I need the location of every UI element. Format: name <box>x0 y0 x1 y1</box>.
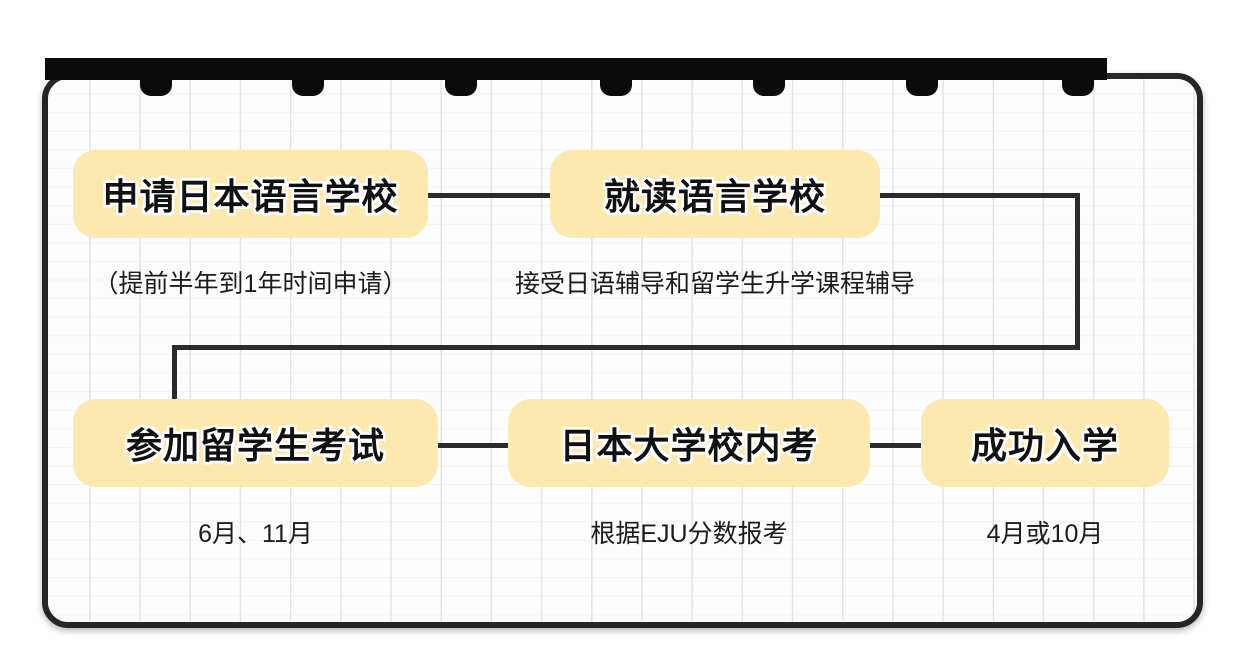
caption-take-eju-exam: 6月、11月 <box>198 520 313 548</box>
node-apply-language-school-label: 申请日本语言学校 <box>102 176 399 217</box>
caption-attend-language-school: 接受日语辅导和留学生升学课程辅导 <box>514 270 915 298</box>
node-university-internal-exam-label: 日本大学校内考 <box>559 425 819 466</box>
node-successful-enrollment-label: 成功入学 <box>970 425 1119 466</box>
binder-bar <box>45 58 1107 80</box>
caption-successful-enrollment: 4月或10月 <box>986 520 1104 548</box>
binder-tab-7 <box>1062 58 1094 96</box>
connector-eju-to-internal <box>435 443 511 448</box>
node-apply-language-school[interactable]: 申请日本语言学校 <box>73 150 428 238</box>
binder-tab-4 <box>600 58 632 96</box>
binder-tab-2 <box>292 58 324 96</box>
connector-attend-elbow-right <box>1075 193 1080 350</box>
binder-tab-5 <box>753 58 785 96</box>
node-take-eju-exam[interactable]: 参加留学生考试 <box>73 399 438 487</box>
connector-attend-elbow-left <box>172 345 177 413</box>
connector-attend-elbow-top <box>874 193 1080 198</box>
caption-university-internal-exam: 根据EJU分数报考 <box>590 520 788 548</box>
binder-tab-1 <box>140 58 172 96</box>
node-take-eju-exam-label: 参加留学生考试 <box>125 425 385 466</box>
binder-tab-6 <box>906 58 938 96</box>
connector-internal-to-enrollment <box>866 443 924 448</box>
binder-tab-3 <box>445 58 477 96</box>
connector-apply-to-attend <box>420 193 555 198</box>
node-attend-language-school-label: 就读语言学校 <box>603 176 826 217</box>
caption-apply-language-school: （提前半年到1年时间申请） <box>93 270 408 298</box>
node-attend-language-school[interactable]: 就读语言学校 <box>550 150 880 238</box>
node-successful-enrollment[interactable]: 成功入学 <box>921 399 1169 487</box>
connector-attend-elbow-bottom <box>172 345 1080 350</box>
node-university-internal-exam[interactable]: 日本大学校内考 <box>508 399 870 487</box>
